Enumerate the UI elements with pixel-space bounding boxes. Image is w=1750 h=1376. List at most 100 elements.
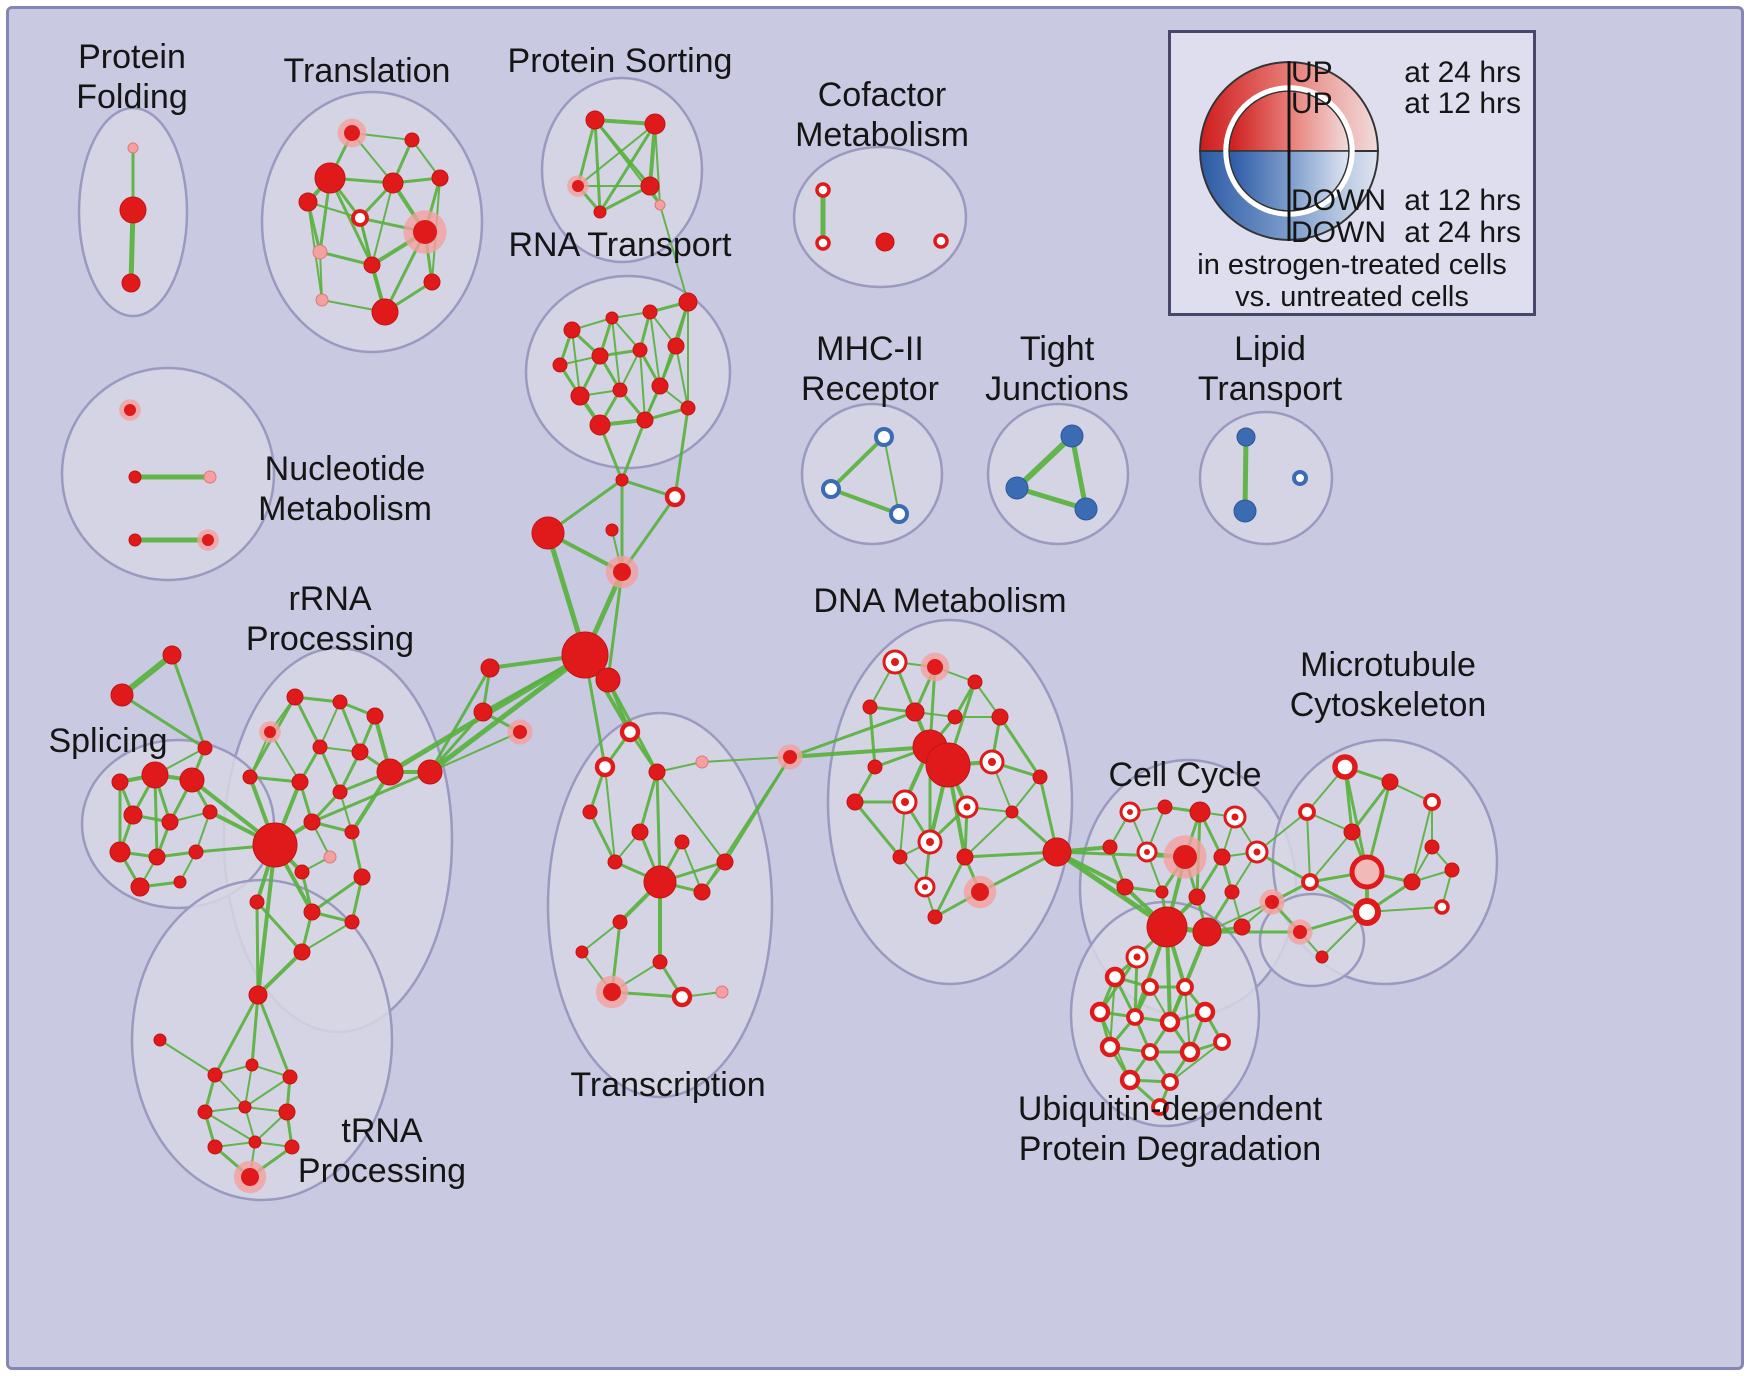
network-node bbox=[971, 883, 989, 901]
network-node bbox=[607, 854, 623, 870]
network-edge bbox=[250, 993, 260, 1067]
network-node bbox=[1315, 950, 1329, 964]
network-node bbox=[612, 914, 628, 930]
network-node bbox=[585, 110, 605, 130]
cluster-lipid-transport bbox=[1198, 410, 1334, 546]
network-node bbox=[284, 1139, 300, 1155]
cluster-label-rrna-processing: rRNA bbox=[288, 580, 371, 618]
cluster-label-tight-junctions: Junctions bbox=[985, 370, 1129, 408]
network-node bbox=[927, 909, 943, 925]
legend-up-12-label: UP bbox=[1291, 87, 1333, 120]
cluster-label-splicing: Splicing bbox=[48, 722, 167, 760]
legend-up-24-label: UP bbox=[1291, 56, 1333, 89]
legend-down-12-label: DOWN bbox=[1291, 184, 1386, 217]
network-node bbox=[314, 162, 346, 194]
legend-caption: in estrogen-treated cells vs. untreated … bbox=[1171, 249, 1533, 313]
cluster-label-cofactor-metabolism: Cofactor bbox=[818, 76, 947, 114]
network-node bbox=[1176, 978, 1194, 996]
network-node bbox=[1444, 862, 1460, 878]
network-node bbox=[1224, 884, 1240, 900]
network-edge bbox=[428, 666, 492, 774]
network-node bbox=[1381, 773, 1399, 791]
cluster-label-dna-metabolism: DNA Metabolism bbox=[813, 582, 1066, 620]
node-core bbox=[922, 884, 928, 890]
network-node bbox=[1157, 799, 1173, 815]
network-edge bbox=[1054, 849, 1170, 930]
network-node bbox=[619, 721, 641, 743]
legend-row-down-12: DOWN at 12 hrs bbox=[1291, 185, 1521, 217]
network-node bbox=[344, 125, 360, 141]
network-node bbox=[570, 386, 590, 406]
cluster-label-mhc-ii-receptor: MHC-II bbox=[816, 330, 924, 368]
network-node bbox=[783, 750, 797, 764]
network-edge bbox=[244, 1076, 291, 1108]
network-node bbox=[1352, 897, 1382, 927]
network-node bbox=[110, 683, 134, 707]
network-node bbox=[344, 824, 360, 840]
network-node bbox=[127, 142, 139, 154]
node-core bbox=[963, 803, 971, 811]
network-node bbox=[1188, 888, 1206, 906]
network-node bbox=[1141, 978, 1159, 996]
network-node bbox=[241, 1168, 259, 1186]
network-node bbox=[203, 470, 217, 484]
network-edge bbox=[883, 436, 900, 515]
cluster-label-cofactor-metabolism: Metabolism bbox=[795, 116, 969, 154]
network-node bbox=[1116, 878, 1134, 896]
network-node bbox=[248, 1135, 262, 1149]
network-node bbox=[1151, 1098, 1169, 1116]
node-core bbox=[1144, 849, 1150, 855]
network-node bbox=[252, 822, 298, 868]
cluster-label-cell-cycle: Cell Cycle bbox=[1108, 756, 1261, 794]
node-core bbox=[1231, 813, 1239, 821]
network-edge bbox=[319, 251, 323, 301]
cluster-label-nucleotide-metabolism: Metabolism bbox=[258, 490, 432, 528]
network-node bbox=[248, 985, 268, 1005]
network-edge bbox=[681, 841, 703, 893]
legend-up-24-time: at 24 hrs bbox=[1404, 56, 1521, 89]
cluster-label-nucleotide-metabolism: Nucleotide bbox=[265, 450, 426, 488]
network-node bbox=[293, 943, 311, 961]
network-node bbox=[636, 411, 654, 429]
cluster-label-ubiquitin-degradation: Protein Degradation bbox=[1019, 1130, 1321, 1168]
network-node bbox=[148, 848, 166, 866]
network-edge bbox=[318, 250, 374, 267]
network-edge bbox=[829, 487, 901, 516]
network-node bbox=[640, 176, 660, 196]
node-core bbox=[1133, 953, 1141, 961]
network-node bbox=[179, 767, 205, 793]
legend-row-up-12: UP at 12 hrs bbox=[1291, 88, 1521, 120]
network-node bbox=[631, 823, 649, 841]
network-node bbox=[363, 256, 381, 274]
network-node bbox=[991, 708, 1009, 726]
network-node bbox=[1343, 823, 1361, 841]
network-node bbox=[128, 470, 142, 484]
network-node bbox=[282, 1069, 298, 1085]
network-node bbox=[121, 273, 141, 293]
network-node bbox=[303, 813, 321, 831]
network-node bbox=[242, 769, 258, 785]
network-edge bbox=[293, 695, 322, 749]
network-node bbox=[188, 844, 204, 860]
network-edge bbox=[318, 745, 342, 794]
network-edge bbox=[649, 311, 661, 387]
cluster-label-protein-sorting: Protein Sorting bbox=[508, 42, 733, 80]
network-edge bbox=[328, 176, 374, 267]
network-edge bbox=[1169, 1041, 1223, 1083]
network-node bbox=[1423, 793, 1441, 811]
network-node bbox=[1192, 917, 1222, 947]
network-node bbox=[1213, 848, 1231, 866]
network-node bbox=[1173, 845, 1197, 869]
network-node bbox=[1126, 1008, 1144, 1026]
network-node bbox=[594, 756, 616, 778]
cluster-mhc-ii-receptor bbox=[800, 402, 944, 546]
network-edge bbox=[788, 745, 932, 759]
legend-dial bbox=[1199, 61, 1379, 241]
node-core bbox=[926, 838, 934, 846]
network-node bbox=[1424, 839, 1440, 855]
network-node bbox=[821, 479, 841, 499]
network-edge bbox=[244, 1064, 253, 1108]
legend-up-12-time: at 12 hrs bbox=[1404, 87, 1521, 120]
network-node bbox=[353, 868, 371, 886]
network-edge bbox=[1069, 433, 1089, 512]
